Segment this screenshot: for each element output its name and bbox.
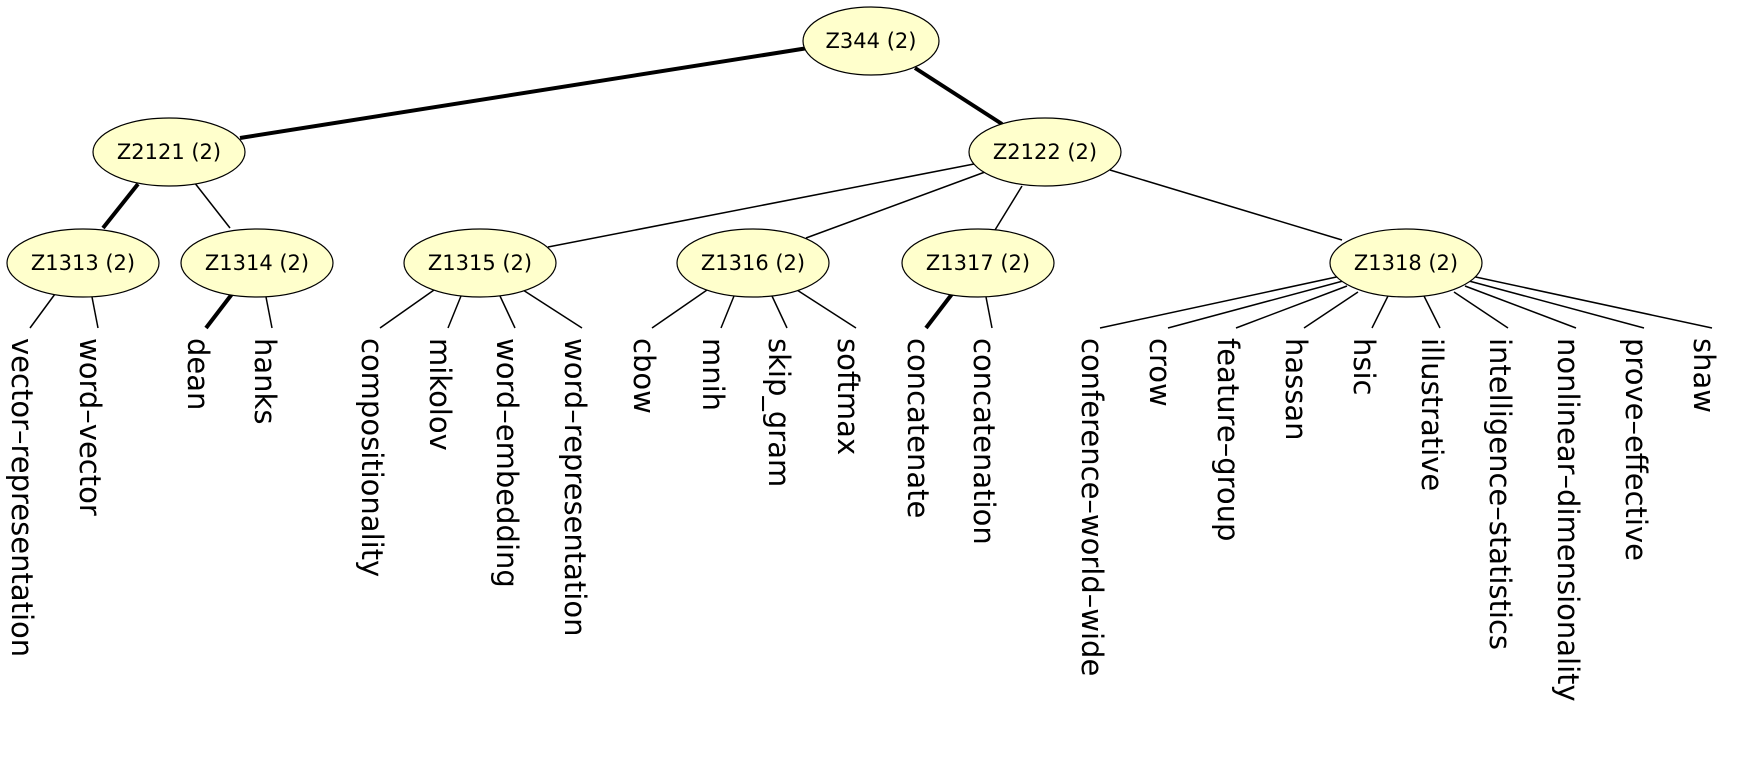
- edge-z1318-crow: [1167, 280, 1344, 329]
- leaf-skip-gram: skip_gram: [762, 338, 796, 487]
- leaf-word-vector: word–vector: [73, 338, 107, 516]
- leaf-hanks: hanks: [248, 338, 282, 424]
- leaf-concatenate: concatenate: [901, 338, 935, 518]
- node-z1313[interactable]: Z1313 (2): [6, 228, 160, 298]
- leaf-intelligence-statistics: intelligence–statistics: [1483, 338, 1517, 650]
- edge-z1315-compositionality: [379, 289, 435, 329]
- leaf-edges: [29, 275, 1713, 330]
- internal-edges: [101, 46, 1343, 248]
- leaf-crow: crow: [1143, 338, 1177, 407]
- edge-z1315-mikolov: [447, 295, 462, 329]
- node-ellipse: [968, 117, 1122, 187]
- edge-z1318-conference-world-wide: [1099, 275, 1342, 329]
- node-z1317[interactable]: Z1317 (2): [901, 228, 1055, 298]
- leaf-hsic: hsic: [1347, 338, 1381, 396]
- node-label: Z1315 (2): [428, 251, 532, 275]
- node-ellipse: [180, 228, 334, 298]
- edge-z1316-skip-gram: [771, 295, 788, 329]
- leaf-dean: dean: [181, 338, 215, 410]
- leaf-softmax: softmax: [831, 338, 865, 455]
- node-label: Z1313 (2): [31, 251, 135, 275]
- leaf-word-embedding: word–embedding: [490, 338, 524, 588]
- leaf-nonlinear-dimensionality: nonlinear–dimensionality: [1551, 338, 1585, 702]
- node-ellipse: [403, 228, 557, 298]
- node-label: Z1318 (2): [1354, 251, 1458, 275]
- edge-z1313-vector-representation: [29, 293, 56, 329]
- node-ellipse: [901, 228, 1055, 298]
- edge-z2122-z1315: [547, 163, 975, 248]
- edge-z1318-shaw: [1470, 275, 1713, 329]
- node-z1314[interactable]: Z1314 (2): [180, 228, 334, 298]
- edge-z2122-z1317: [994, 185, 1023, 231]
- leaf-labels: vector–representation word–vector dean h…: [5, 338, 1721, 702]
- node-ellipse: [1329, 228, 1483, 298]
- edge-z1315-word-embedding: [499, 295, 516, 329]
- node-z2121[interactable]: Z2121 (2): [92, 117, 246, 187]
- edge-z1317-concatenation: [985, 296, 993, 329]
- node-label: Z1314 (2): [205, 251, 309, 275]
- node-ellipse: [92, 117, 246, 187]
- edge-z1318-nonlinear-dimensionality: [1464, 285, 1577, 329]
- node-label: Z2121 (2): [117, 140, 221, 164]
- node-z344[interactable]: Z344 (2): [802, 6, 940, 76]
- edge-z1316-cbow: [651, 289, 708, 329]
- edge-z1313-word-vector: [91, 296, 99, 329]
- edge-z2122-z1318: [1109, 169, 1343, 241]
- edge-z1316-mnih: [720, 295, 735, 329]
- node-z1318[interactable]: Z1318 (2): [1329, 228, 1483, 298]
- edge-z2121-z1314: [193, 181, 231, 229]
- node-z1315[interactable]: Z1315 (2): [403, 228, 557, 298]
- node-label: Z2122 (2): [993, 140, 1097, 164]
- edge-z1314-dean: [204, 292, 234, 330]
- edge-z1318-hsic: [1371, 295, 1389, 329]
- node-z1316[interactable]: Z1316 (2): [676, 228, 830, 298]
- node-ellipse: [802, 6, 940, 76]
- leaf-word-representation: word–representation: [558, 338, 592, 636]
- node-label: Z1317 (2): [926, 251, 1030, 275]
- edge-z1316-softmax: [796, 289, 857, 329]
- edge-z1317-concatenate: [924, 292, 954, 330]
- node-ellipse: [676, 228, 830, 298]
- edge-z1318-intelligence-statistics: [1453, 291, 1509, 329]
- edge-z2121-z1313: [101, 182, 140, 230]
- leaf-mikolov: mikolov: [423, 338, 457, 451]
- node-ellipse: [6, 228, 160, 298]
- node-z2122[interactable]: Z2122 (2): [968, 117, 1122, 187]
- leaf-prove-effective: prove–effective: [1619, 338, 1653, 561]
- leaf-cbow: cbow: [627, 338, 661, 414]
- leaf-hassan: hassan: [1279, 338, 1313, 441]
- edge-z344-z2121: [239, 46, 809, 140]
- leaf-mnih: mnih: [696, 338, 730, 411]
- leaf-compositionality: compositionality: [355, 338, 389, 577]
- leaf-vector-representation: vector–representation: [5, 338, 39, 657]
- edge-z1315-word-representation: [522, 289, 583, 329]
- edge-z2122-z1316: [805, 171, 986, 239]
- edge-z1318-prove-effective: [1468, 280, 1645, 329]
- leaf-conference-world-wide: conference–world–wide: [1075, 338, 1109, 676]
- edge-z1318-hassan: [1303, 291, 1359, 329]
- leaf-concatenation: concatenation: [967, 338, 1001, 545]
- edge-z1318-feature-group: [1235, 285, 1348, 329]
- leaf-illustrative: illustrative: [1415, 338, 1449, 491]
- node-label: Z1316 (2): [701, 251, 805, 275]
- leaf-feature-group: feature–group: [1211, 338, 1245, 541]
- edge-z1318-illustrative: [1423, 295, 1441, 329]
- edge-z1314-hanks: [265, 296, 273, 329]
- node-label: Z344 (2): [826, 29, 917, 53]
- leaf-shaw: shaw: [1687, 338, 1721, 413]
- edge-z344-z2122: [913, 66, 1004, 126]
